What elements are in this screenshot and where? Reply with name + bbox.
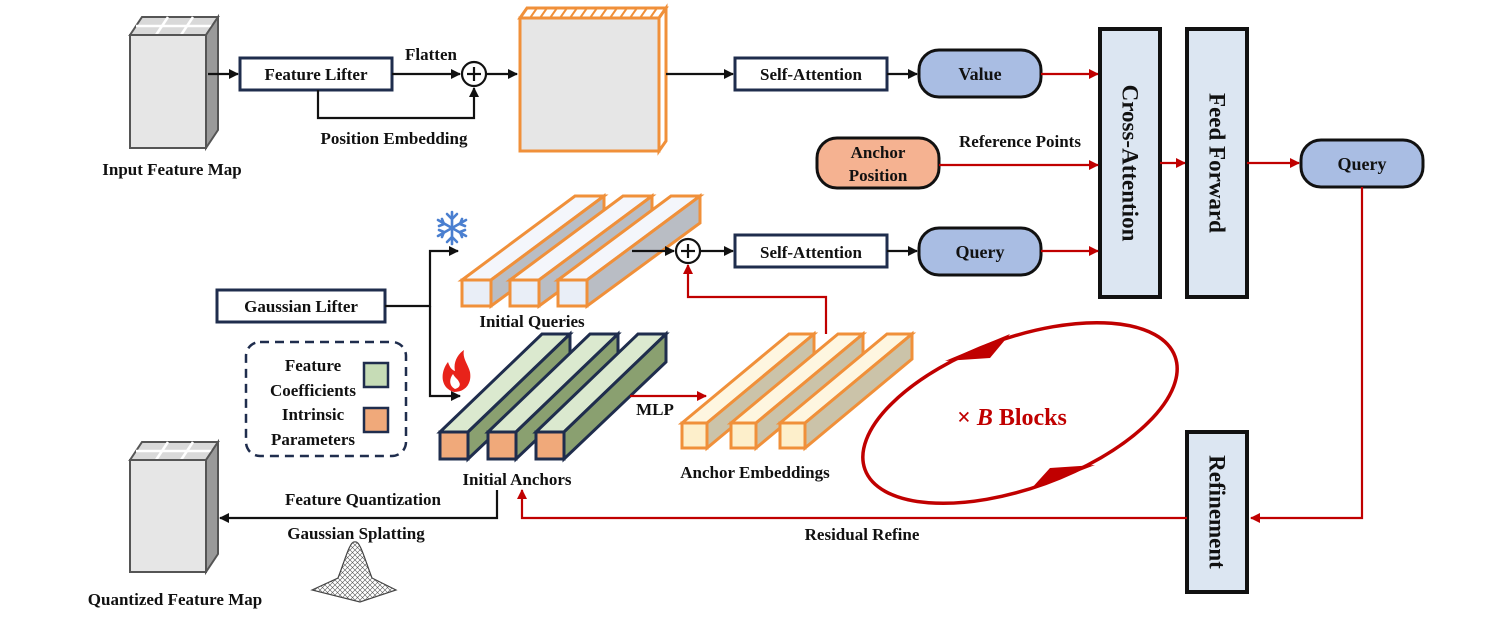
- anchor-embeddings-bars: [677, 330, 917, 452]
- legend-intrinsic-line2: Parameters: [271, 430, 355, 449]
- blocks-label: × B Blocks: [957, 405, 1067, 431]
- self-attention-top-box: Self-Attention: [733, 56, 889, 92]
- initial-anchors-label: Initial Anchors: [462, 470, 571, 489]
- feed-forward-label: Feed Forward: [1205, 93, 1230, 233]
- gaussian-surface-icon: [310, 541, 398, 603]
- plus-icon-top: [460, 60, 488, 88]
- legend-feature-line1: Feature: [285, 356, 342, 375]
- gaussian-splatting-label: Gaussian Splatting: [287, 524, 425, 543]
- initial-queries-label: Initial Queries: [479, 312, 585, 331]
- input-feature-map-cube: [128, 13, 220, 152]
- legend-intrinsic-swatch: [362, 406, 390, 434]
- anchor-bar: [532, 330, 670, 463]
- anchor-position-pill: Anchor Position: [815, 136, 941, 190]
- feature-lifter-box: Feature Lifter: [238, 56, 394, 92]
- input-feature-map-label: Input Feature Map: [102, 160, 241, 179]
- initial-anchors-bars: [436, 330, 670, 463]
- position-embedding-label: Position Embedding: [321, 129, 468, 148]
- arrow-embeddings-to-plus: [683, 264, 828, 334]
- reference-points-label: Reference Points: [959, 132, 1081, 151]
- plus-icon-mid: [674, 237, 702, 265]
- gaussian-lifter-label: Gaussian Lifter: [244, 297, 358, 316]
- legend-feature-line2: Coefficients: [270, 381, 356, 400]
- query-output-label: Query: [1338, 154, 1387, 174]
- arrow-to-quantized-map: [219, 490, 499, 523]
- self-attention-mid-label: Self-Attention: [760, 243, 863, 262]
- query-mid-pill: Query: [917, 226, 1043, 277]
- arrow-query-to-refinement: [1250, 187, 1364, 523]
- legend-feature-swatch: [362, 361, 390, 389]
- flatten-label: Flatten: [405, 45, 457, 64]
- cross-attention-box: Cross-Attention: [1098, 27, 1162, 299]
- feed-forward-box: Feed Forward: [1185, 27, 1249, 299]
- arrow-residual-refine: [517, 489, 1187, 520]
- gaussian-lifter-box: Gaussian Lifter: [215, 288, 387, 324]
- arrow-lifter-to-queries: [385, 246, 459, 308]
- feature-lifter-label: Feature Lifter: [264, 65, 368, 84]
- arrow-lifter-to-anchors: [428, 306, 461, 401]
- embedding-bar: [775, 330, 917, 452]
- block-loop: × B Blocks: [861, 320, 1179, 506]
- query-output-pill: Query: [1299, 138, 1425, 189]
- refinement-box: Refinement: [1185, 430, 1249, 594]
- value-label: Value: [958, 64, 1001, 84]
- mlp-label: MLP: [636, 400, 674, 419]
- legend-intrinsic-line1: Intrinsic: [282, 405, 345, 424]
- cross-attention-label: Cross-Attention: [1118, 85, 1143, 242]
- self-attention-mid-box: Self-Attention: [733, 233, 889, 269]
- flame-icon: [442, 350, 471, 392]
- quantized-feature-map-cube: [128, 438, 220, 576]
- legend-box: Feature Coefficients Intrinsic Parameter…: [244, 340, 408, 458]
- value-pill: Value: [917, 48, 1043, 99]
- refinement-label: Refinement: [1205, 455, 1230, 569]
- loop-arrow-top: [945, 334, 1010, 361]
- query-mid-label: Query: [956, 242, 1005, 262]
- feature-quantization-label: Feature Quantization: [285, 490, 442, 509]
- residual-refine-label: Residual Refine: [805, 525, 920, 544]
- flattened-token-map: [517, 3, 669, 156]
- self-attention-top-label: Self-Attention: [760, 65, 863, 84]
- loop-arrow-bottom: [1030, 465, 1095, 490]
- anchor-position-line2: Position: [849, 166, 908, 185]
- anchor-position-line1: Anchor: [851, 143, 906, 162]
- anchor-embeddings-label: Anchor Embeddings: [680, 463, 830, 482]
- snowflake-icon: [436, 210, 468, 246]
- quantized-feature-map-label: Quantized Feature Map: [88, 590, 262, 609]
- arrow-position-embedding: [316, 87, 479, 120]
